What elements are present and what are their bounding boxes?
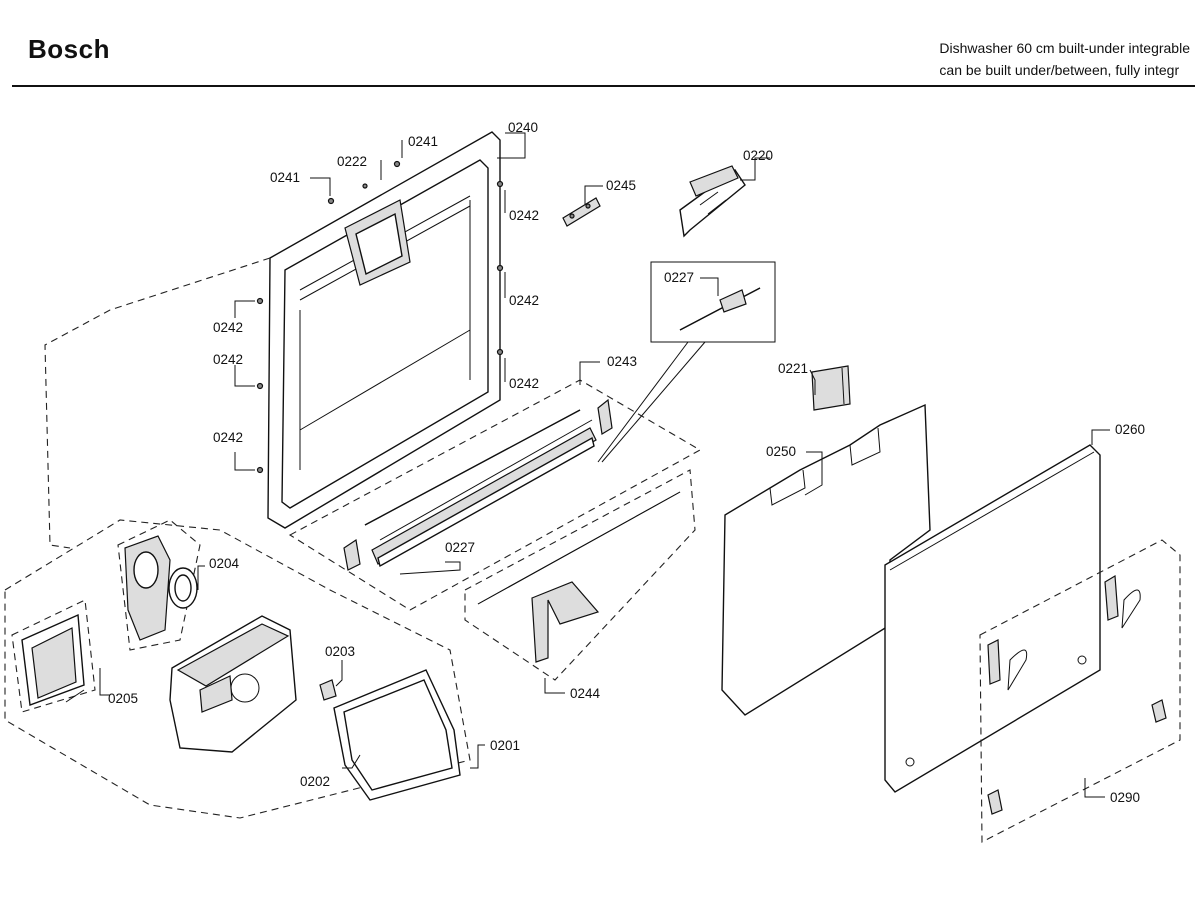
callout-0202: 0202	[300, 774, 330, 789]
callout-0205: 0205	[108, 691, 138, 706]
callout-0227-rail: 0227	[445, 540, 475, 555]
guide-lines	[44, 257, 271, 549]
callout-0243: 0243	[607, 354, 637, 369]
mounting-kit-0290	[979, 539, 1181, 843]
callout-0250: 0250	[766, 444, 796, 459]
callout-0240: 0240	[508, 120, 538, 135]
model-description: Dishwasher 60 cm built-under integrable …	[939, 37, 1190, 81]
description-line-2: can be built under/between, fully integr	[939, 62, 1180, 78]
callout-0220: 0220	[743, 148, 773, 163]
part-0220	[679, 165, 746, 238]
part-0205	[21, 613, 85, 706]
part-0203	[319, 679, 337, 701]
callout-0201: 0201	[490, 738, 520, 753]
page-header: Bosch Dishwasher 60 cm built-under integ…	[0, 0, 1200, 90]
callout-labels: 0240 0241 0241 0222 0220 0245 0242 0242 …	[108, 120, 1145, 805]
callout-0242-r2: 0242	[509, 293, 539, 308]
brand-title: Bosch	[28, 34, 110, 64]
part-0204	[124, 535, 198, 641]
callout-0227-inset: 0227	[664, 270, 694, 285]
callout-0241-top: 0241	[408, 134, 438, 149]
callout-0204: 0204	[209, 556, 240, 571]
callout-0241-left: 0241	[270, 170, 300, 185]
bracket-0245	[562, 197, 601, 227]
description-line-1: Dishwasher 60 cm built-under integrable	[939, 40, 1190, 56]
callout-0242-l1: 0242	[213, 320, 243, 335]
part-0221	[811, 365, 851, 411]
callout-leaders	[99, 132, 1110, 798]
decor-panel-0260	[884, 444, 1141, 793]
callout-0203: 0203	[325, 644, 355, 659]
screws	[256, 160, 504, 474]
rail-assembly-0243	[288, 379, 702, 611]
callout-0242-r1: 0242	[509, 208, 539, 223]
callout-0290: 0290	[1110, 790, 1140, 805]
callout-0242-r3: 0242	[509, 376, 539, 391]
inner-door-panel	[267, 131, 501, 529]
callout-0222: 0222	[337, 154, 367, 169]
callout-0244: 0244	[570, 686, 601, 701]
callout-0242-l2: 0242	[213, 352, 243, 367]
header-rule	[12, 85, 1195, 87]
inset-box-0227	[597, 261, 776, 463]
control-housing	[169, 615, 297, 753]
gasket-0202	[333, 669, 461, 801]
callout-0260: 0260	[1115, 422, 1145, 437]
callout-0221: 0221	[778, 361, 808, 376]
callout-0242-l3: 0242	[213, 430, 243, 445]
rail-assembly-0244	[464, 469, 696, 681]
door-panel-0250	[721, 403, 931, 716]
callout-0245: 0245	[606, 178, 636, 193]
